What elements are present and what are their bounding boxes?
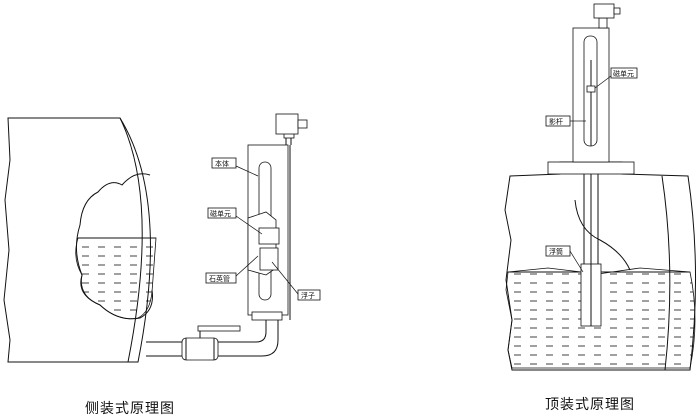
side-label-float: 浮子 bbox=[271, 261, 321, 301]
top-label-float-ball: 浮筒 bbox=[545, 245, 584, 273]
top-magnetic-unit bbox=[586, 85, 596, 93]
svg-text:影杆: 影杆 bbox=[549, 117, 563, 126]
top-tank-cutaway bbox=[574, 199, 631, 271]
svg-text:磁单元: 磁单元 bbox=[613, 69, 634, 78]
side-valve-handle bbox=[197, 325, 241, 332]
side-label-magnetic-unit: 磁单元 bbox=[207, 207, 263, 235]
top-transmitter-head bbox=[593, 3, 615, 19]
svg-text:浮筒: 浮筒 bbox=[549, 247, 563, 256]
side-valve-body bbox=[181, 337, 219, 361]
svg-text:本体: 本体 bbox=[215, 159, 229, 168]
top-view-caption: 顶装式原理图 bbox=[545, 397, 635, 413]
top-transmitter-neck bbox=[598, 17, 608, 29]
side-connect-pipe-lower bbox=[146, 318, 279, 357]
side-magnetic-unit bbox=[258, 227, 280, 245]
side-label-body: 本体 bbox=[211, 157, 259, 177]
side-connect-pipe bbox=[146, 318, 267, 343]
side-view-caption: 侧装式原理图 bbox=[85, 401, 175, 417]
svg-text:浮子: 浮子 bbox=[301, 291, 315, 300]
top-transmitter-connector bbox=[613, 7, 621, 15]
side-tank-liquid bbox=[75, 237, 157, 320]
side-transmitter-head bbox=[275, 113, 299, 135]
top-flange bbox=[547, 161, 635, 175]
svg-text:石英管: 石英管 bbox=[209, 274, 230, 283]
side-tank-inner-wall bbox=[119, 117, 143, 363]
side-view: 本体 磁单元 石英管 浮子 bbox=[3, 113, 321, 363]
svg-text:磁单元: 磁单元 bbox=[210, 209, 231, 218]
top-label-magnetic-unit: 磁单元 bbox=[594, 67, 638, 89]
side-transmitter-connector bbox=[297, 119, 308, 129]
side-float bbox=[259, 247, 279, 271]
top-label-rod: 影杆 bbox=[545, 115, 586, 127]
side-gauge-bottom-flange bbox=[251, 311, 283, 321]
side-label-quartz-tube: 石英管 bbox=[205, 255, 259, 284]
top-view: 磁单元 影杆 浮筒 bbox=[504, 3, 697, 371]
